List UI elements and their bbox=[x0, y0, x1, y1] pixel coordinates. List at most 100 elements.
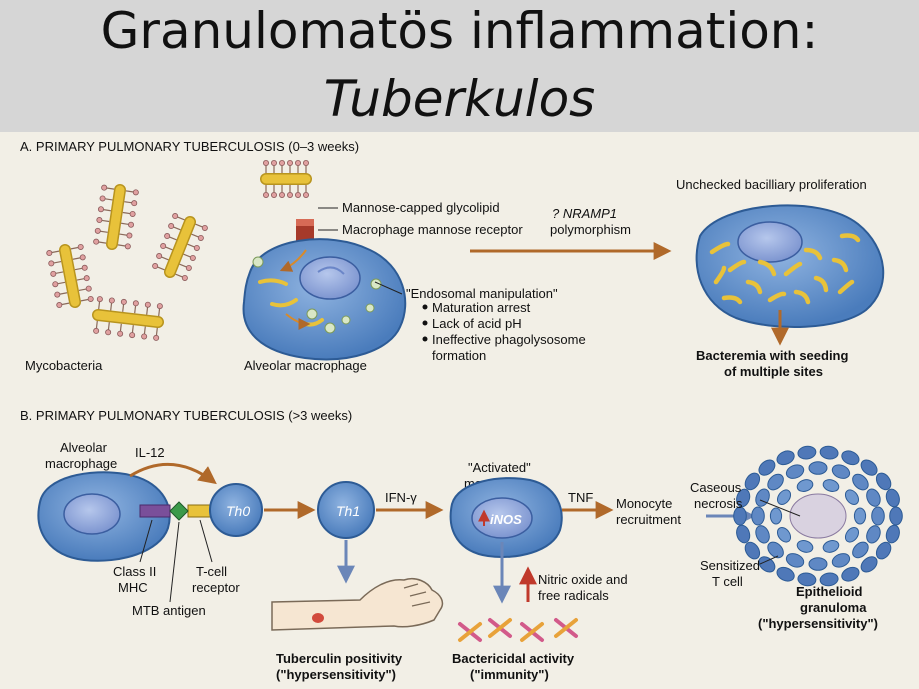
infected-macrophage bbox=[695, 204, 885, 329]
alveolar-macrophage-b bbox=[37, 471, 171, 562]
killed-bacillus-stroke bbox=[458, 622, 482, 642]
mannose-cap bbox=[294, 159, 301, 166]
bacillus bbox=[727, 259, 747, 273]
bacillus bbox=[813, 275, 829, 293]
epithelioid-granuloma bbox=[733, 445, 903, 587]
bacillus bbox=[721, 295, 743, 305]
killed-bacillus-stroke bbox=[554, 618, 578, 638]
mannose-cap bbox=[193, 244, 200, 251]
endosomal-point-3: Ineffective phagolysosome bbox=[432, 332, 586, 347]
mannose-cap bbox=[302, 159, 309, 166]
epithelioid-cell bbox=[776, 450, 795, 466]
glycolipid-spikes bbox=[46, 159, 309, 341]
endosomal-points: Maturation arrest Lack of acid pH Ineffe… bbox=[422, 300, 586, 363]
mycobacteria-group bbox=[59, 173, 312, 328]
mycobacterium-3 bbox=[164, 216, 196, 278]
section-b-heading: B. PRIMARY PULMONARY TUBERCULOSIS (>3 we… bbox=[20, 408, 352, 423]
receptor-leader-b bbox=[199, 519, 213, 563]
epithelioid-cell bbox=[751, 506, 765, 526]
nitric-line2: free radicals bbox=[538, 588, 609, 603]
endosomal-point-1: Maturation arrest bbox=[432, 300, 531, 315]
alveolar-macrophage-label: Alveolar macrophage bbox=[244, 358, 367, 373]
mannose-cap bbox=[81, 264, 88, 271]
alveolar-line1: Alveolar bbox=[60, 440, 108, 455]
caseous-line1: Caseous bbox=[690, 480, 742, 495]
caseous-line2: necrosis bbox=[694, 496, 743, 511]
epithelioid-cell bbox=[736, 524, 751, 544]
th1-label: Th1 bbox=[336, 503, 360, 519]
monocyte-line1: Monocyte bbox=[616, 496, 672, 511]
bacillus bbox=[713, 265, 727, 285]
alveolar-macrophage-a bbox=[242, 238, 407, 361]
tcell-receptor-line2: receptor bbox=[192, 580, 240, 595]
bacillus bbox=[767, 291, 787, 303]
epithelioid-cell bbox=[808, 557, 828, 571]
mannose-cap bbox=[94, 227, 101, 234]
mannose-cap bbox=[152, 263, 159, 270]
slide-title: Granulomatös inflammation: bbox=[100, 2, 819, 60]
bullet bbox=[422, 304, 428, 310]
nramp-label: ? NRAMP1 bbox=[552, 206, 617, 221]
epithelioid-cell bbox=[852, 473, 869, 491]
mannose-cap bbox=[85, 285, 92, 292]
activated-line1: "Activated" bbox=[468, 460, 531, 475]
caseous-necrosis-core bbox=[789, 493, 847, 539]
epithelioid-cell bbox=[822, 540, 840, 553]
sensitized-leader bbox=[759, 555, 779, 565]
epithelioid-cell bbox=[758, 459, 776, 476]
epithelioid-cell bbox=[871, 506, 885, 526]
epithelioid-line3: ("hypersensitivity") bbox=[758, 616, 878, 631]
epithelioid-cell bbox=[796, 479, 814, 492]
mannose-cap bbox=[141, 333, 148, 340]
mannose-cap bbox=[46, 250, 53, 257]
epithelioid-cell bbox=[808, 461, 828, 475]
epithelioid-cell bbox=[776, 566, 795, 582]
epithelioid-cell bbox=[885, 488, 900, 508]
epithelioid-cell bbox=[785, 464, 805, 479]
epithelioid-cell bbox=[831, 464, 851, 479]
epithelioid-cell bbox=[736, 488, 751, 508]
epithelioid-cell bbox=[844, 489, 860, 505]
killed-bacillus-stroke bbox=[520, 622, 544, 642]
epithelioid-cell bbox=[733, 506, 747, 526]
bacteremia-line2: of multiple sites bbox=[724, 364, 823, 379]
mannose-cap bbox=[185, 264, 192, 271]
mannose-cap bbox=[156, 303, 163, 310]
mannose-cap bbox=[96, 217, 103, 224]
activated-macrophage: iNOS bbox=[449, 477, 563, 558]
caseous-leader bbox=[759, 499, 801, 517]
mannose-cap bbox=[77, 243, 84, 250]
mannose-cap bbox=[96, 296, 103, 303]
title-band: Granulomatös inflammation: Tuberkulos bbox=[0, 0, 919, 132]
epithelioid-cell bbox=[875, 472, 892, 491]
receptor-label: Macrophage mannose receptor bbox=[342, 222, 523, 237]
mannose-cap bbox=[172, 213, 179, 220]
mycobacterium-4 bbox=[92, 309, 164, 328]
mannose-cap bbox=[278, 192, 285, 199]
mannose-cap bbox=[156, 253, 163, 260]
bacillus bbox=[709, 241, 731, 255]
th1-cell: Th1 bbox=[317, 481, 375, 539]
epithelioid-cell bbox=[885, 524, 900, 544]
epithelioid-cell bbox=[797, 572, 817, 587]
bacillus bbox=[745, 279, 763, 295]
epithelioid-cell bbox=[797, 445, 817, 460]
mycobacterium-2 bbox=[106, 184, 126, 250]
mannose-cap bbox=[124, 243, 131, 250]
th0-label: Th0 bbox=[226, 503, 250, 519]
mannose-cap bbox=[83, 275, 90, 282]
bacillus bbox=[757, 259, 777, 277]
mannose-cap bbox=[160, 243, 167, 250]
nitric-line1: Nitric oxide and bbox=[538, 572, 628, 587]
mannose-cap bbox=[117, 330, 124, 337]
bactericidal-line2: ("immunity") bbox=[470, 667, 549, 682]
bullet bbox=[422, 320, 428, 326]
epithelioid-cell bbox=[866, 488, 881, 507]
mtb-label: MTB antigen bbox=[132, 603, 206, 618]
mannose-cap bbox=[48, 260, 55, 267]
mannose-cap bbox=[270, 192, 277, 199]
epithelioid-cell bbox=[875, 541, 892, 560]
mannose-cap bbox=[144, 301, 151, 308]
mannose-cap bbox=[120, 298, 127, 305]
slide-subtitle: Tuberkulos bbox=[323, 70, 596, 128]
